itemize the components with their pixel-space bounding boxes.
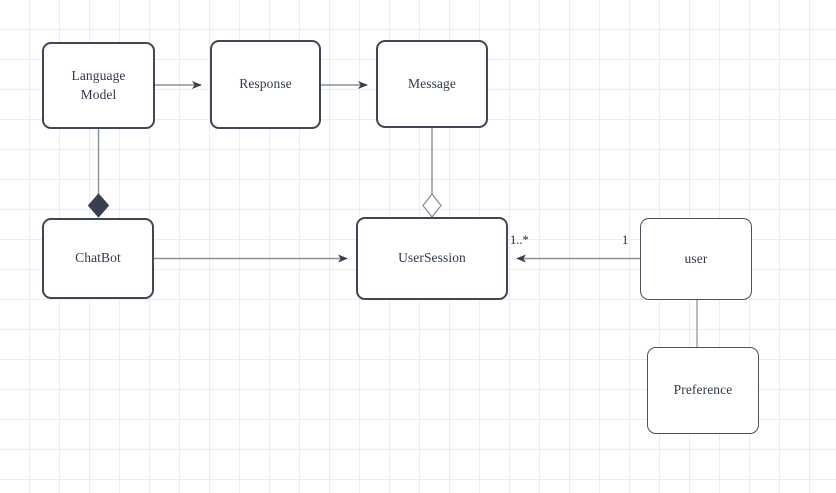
- node-message[interactable]: Message: [376, 40, 488, 128]
- node-label: Response: [239, 76, 292, 92]
- hollow-diamond-icon: [422, 192, 442, 219]
- edge-message-to-usersession: [422, 128, 442, 219]
- node-label: ChatBot: [75, 250, 121, 266]
- node-language-model[interactable]: Language Model: [42, 42, 155, 129]
- node-label: user: [684, 250, 708, 266]
- node-label: Preference: [673, 382, 733, 398]
- node-usersession[interactable]: UserSession: [356, 217, 508, 300]
- node-label: Message: [408, 75, 456, 91]
- node-label: Language Model: [71, 68, 126, 102]
- node-label: UserSession: [398, 250, 466, 266]
- node-user[interactable]: user: [640, 218, 752, 300]
- edge-language-model-to-chatbot: [87, 129, 110, 218]
- node-chatbot[interactable]: ChatBot: [42, 218, 154, 299]
- node-preference[interactable]: Preference: [647, 347, 759, 434]
- multiplicity-label-one: 1: [622, 233, 629, 247]
- node-response[interactable]: Response: [210, 40, 321, 129]
- multiplicity-label-many: 1..*: [510, 233, 529, 247]
- filled-diamond-icon: [87, 193, 110, 218]
